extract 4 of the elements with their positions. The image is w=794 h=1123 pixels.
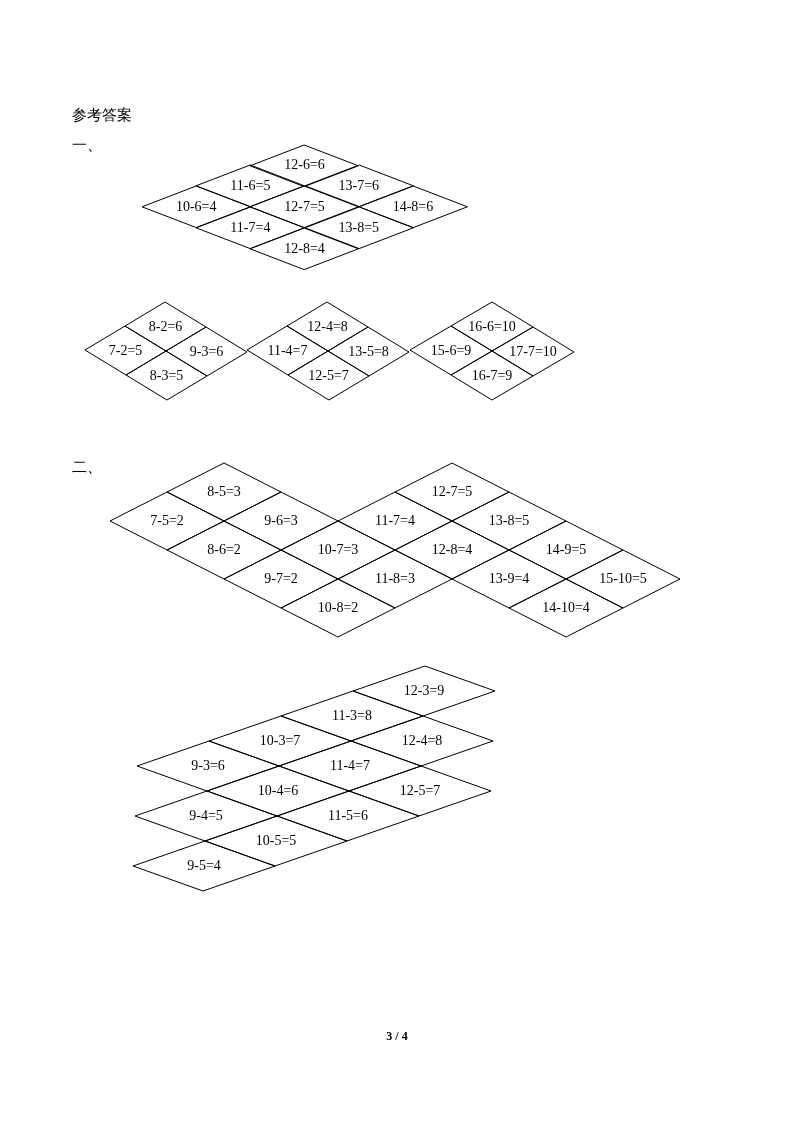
page-number: 3 / 4 (386, 1028, 408, 1045)
section-number: 二、 (72, 458, 102, 476)
section-number: 一、 (72, 136, 102, 154)
heading: 参考答案 (72, 106, 132, 124)
